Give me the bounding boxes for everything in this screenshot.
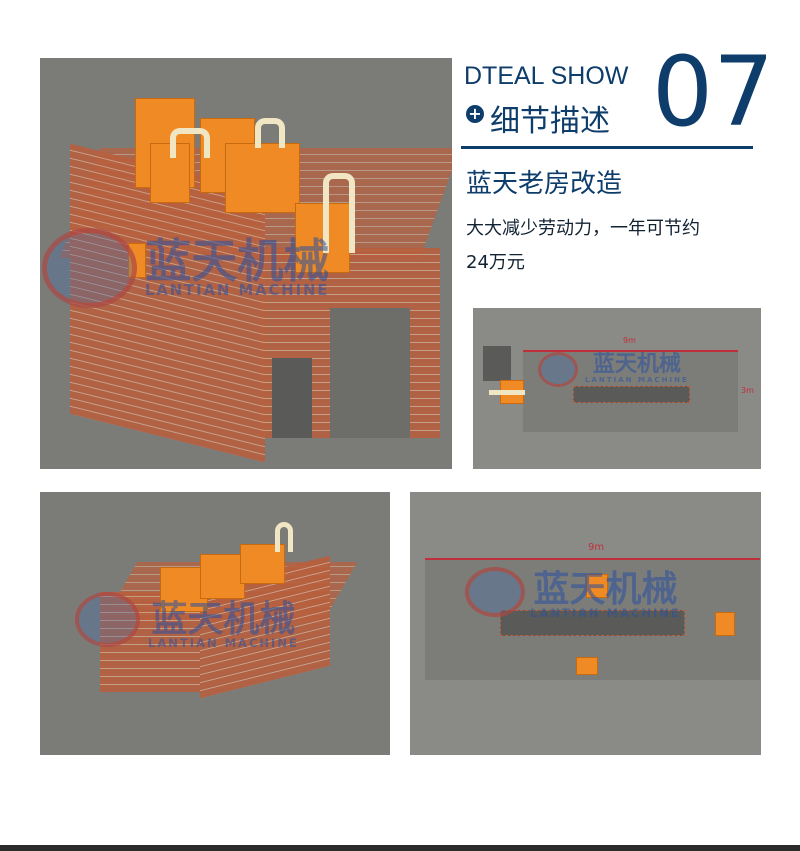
section-title: 蓝天老房改造: [466, 169, 623, 199]
pipe: [170, 128, 210, 158]
heat-pump-unit: [225, 143, 300, 213]
drying-chamber: [500, 610, 685, 636]
watermark-en: LANTIAN MACHINE: [530, 606, 681, 620]
description-line1: 大大减少劳动力，一年可节约: [466, 218, 700, 239]
description-line2: 24万元: [466, 252, 525, 273]
pipe: [275, 522, 293, 552]
heat-pump-unit: [200, 554, 245, 599]
watermark-logo: [42, 228, 137, 308]
watermark-cn: 蓝天机械: [151, 599, 296, 640]
dimension-line: [425, 558, 760, 560]
drying-chamber: [573, 386, 690, 403]
watermark-en: LANTIAN MACHINE: [585, 375, 689, 384]
watermark-cn: 蓝天机械: [145, 234, 330, 288]
dimension-length: 9m: [588, 542, 605, 553]
dimension-length: 9m: [623, 336, 636, 345]
pipe: [255, 118, 285, 148]
wall-shadow: [483, 346, 511, 381]
pipe: [489, 390, 525, 395]
heat-pump-unit: [240, 544, 285, 584]
heat-pump-unit: [715, 612, 735, 636]
watermark-logo: [538, 352, 578, 387]
plus-circle-icon: +: [466, 105, 484, 123]
pipe: [323, 173, 355, 253]
chinese-title: 细节描述: [490, 104, 610, 139]
dimension-width: 3m: [741, 386, 754, 395]
door-opening: [272, 358, 312, 438]
watermark-en: LANTIAN MACHINE: [148, 636, 299, 650]
section-number: 07: [652, 36, 775, 148]
english-title: DTEAL SHOW: [464, 62, 629, 90]
watermark-en: LANTIAN MACHINE: [145, 282, 330, 299]
watermark-logo: [75, 592, 140, 647]
watermark-cn: 蓝天机械: [592, 352, 681, 377]
bottom-divider: [0, 845, 800, 851]
watermark-logo: [465, 567, 525, 617]
heat-pump-unit: [295, 203, 350, 273]
watermark-cn: 蓝天机械: [533, 569, 678, 610]
door-opening: [330, 308, 410, 438]
dimension-line: [523, 350, 738, 352]
heat-pump-unit: [576, 657, 598, 675]
header-divider: [461, 146, 753, 149]
heat-pump-unit: [586, 574, 608, 598]
